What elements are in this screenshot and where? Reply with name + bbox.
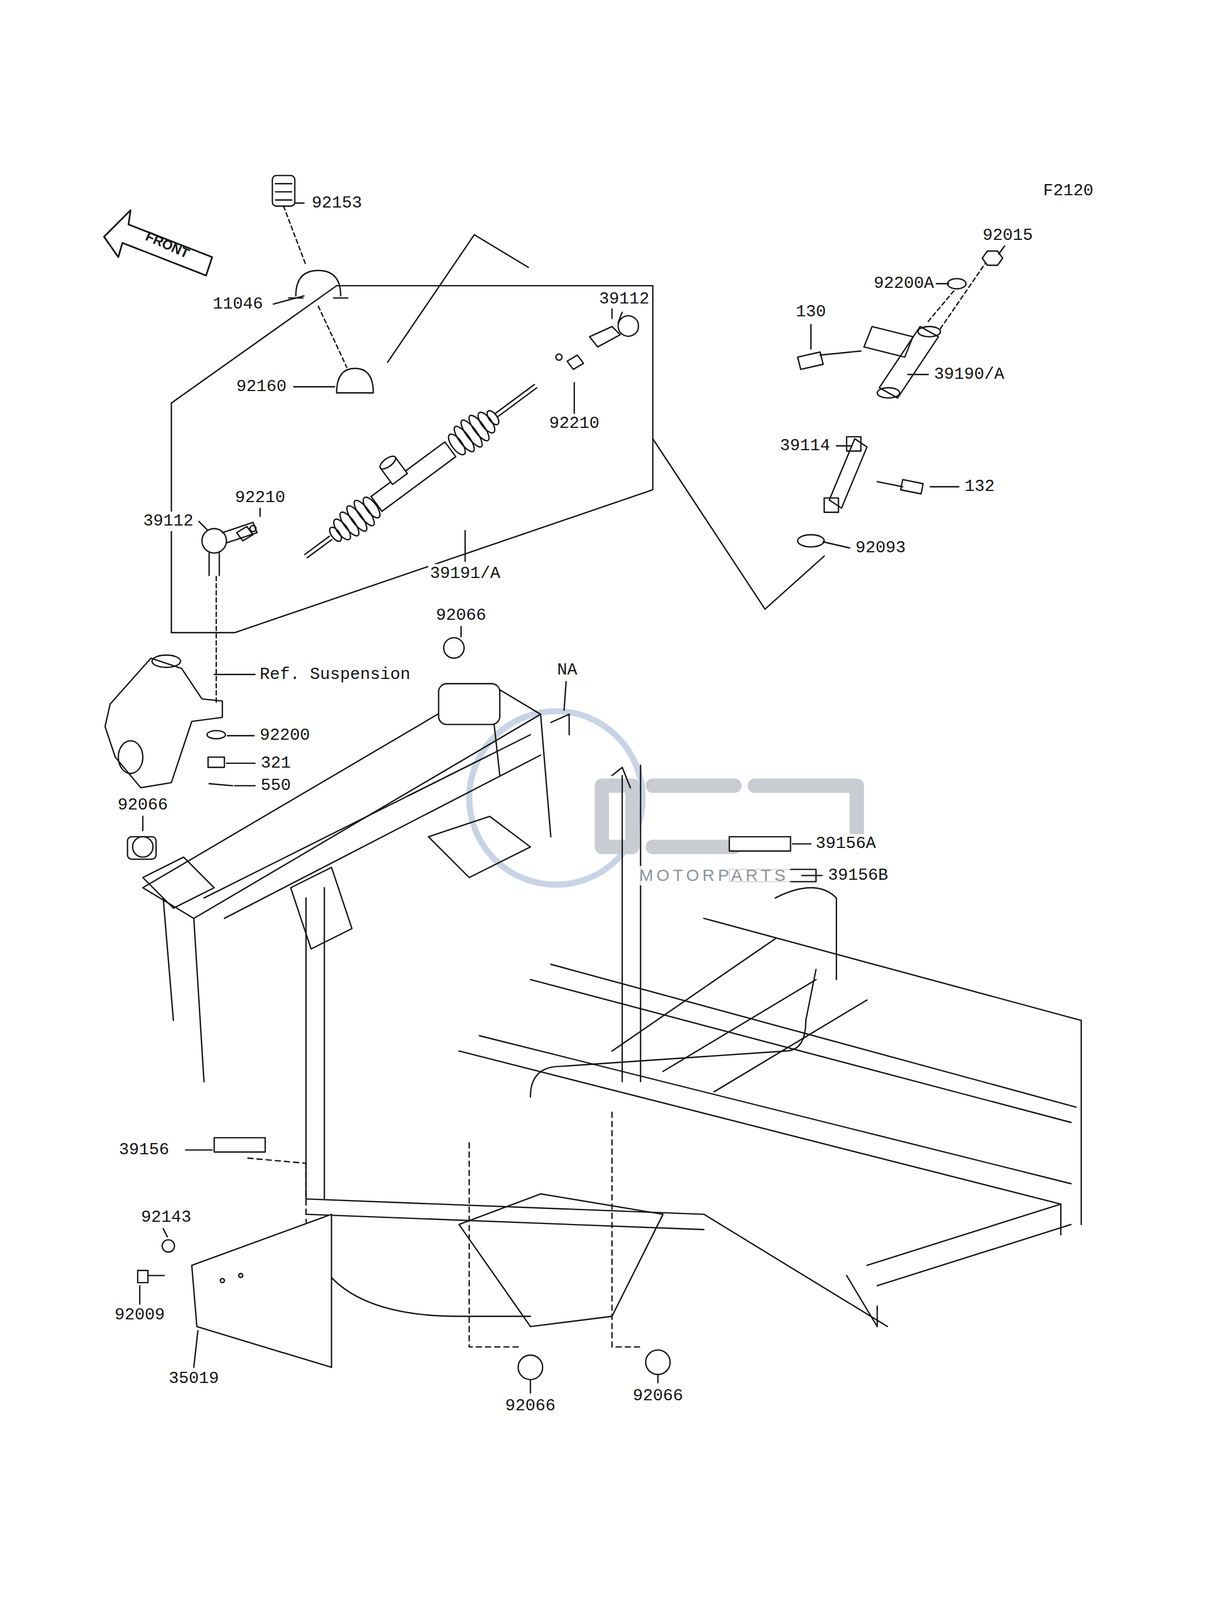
callout-number: 92210 — [547, 413, 602, 434]
callout-number: 39112 — [141, 511, 196, 531]
callout-number: 35019 — [167, 1368, 221, 1389]
callout-number: 11046 — [211, 294, 265, 314]
callout-number: 92210 — [233, 487, 287, 508]
callout-number: 130 — [794, 302, 828, 322]
callout-number: 92015 — [980, 225, 1035, 246]
callout-number: 92200A — [872, 273, 936, 294]
callout-number: 39190/A — [932, 364, 1007, 385]
callout-number: 92066 — [503, 1395, 558, 1416]
callout-number: 39156A — [814, 833, 878, 854]
callout-number: 92160 — [234, 376, 289, 397]
callout-number: 92066 — [434, 605, 488, 626]
callout-number: 92143 — [139, 1207, 193, 1227]
callout-number: 92153 — [310, 193, 364, 214]
callout-number: 39191/A — [428, 563, 502, 584]
callout-number: 550 — [259, 775, 293, 796]
reference-note: Ref. Suspension — [258, 664, 413, 685]
callout-number: 39114 — [778, 436, 833, 456]
callout-number: 39112 — [597, 289, 651, 309]
callout-number: 92093 — [853, 538, 908, 558]
figure-code: F2120 — [1041, 181, 1095, 201]
callout-number: 92200 — [258, 725, 312, 746]
callout-number: 39156B — [826, 865, 891, 886]
callout-number: NA — [555, 660, 579, 680]
callout-number: 92066 — [631, 1385, 685, 1406]
callout-number: 92009 — [113, 1304, 167, 1325]
watermark: MOTORPARTS — [637, 865, 791, 886]
callout-number: 132 — [963, 476, 997, 497]
callout-number: 92066 — [115, 795, 170, 815]
callout-number: 321 — [259, 753, 293, 773]
callout-number: 39156 — [117, 1139, 171, 1160]
